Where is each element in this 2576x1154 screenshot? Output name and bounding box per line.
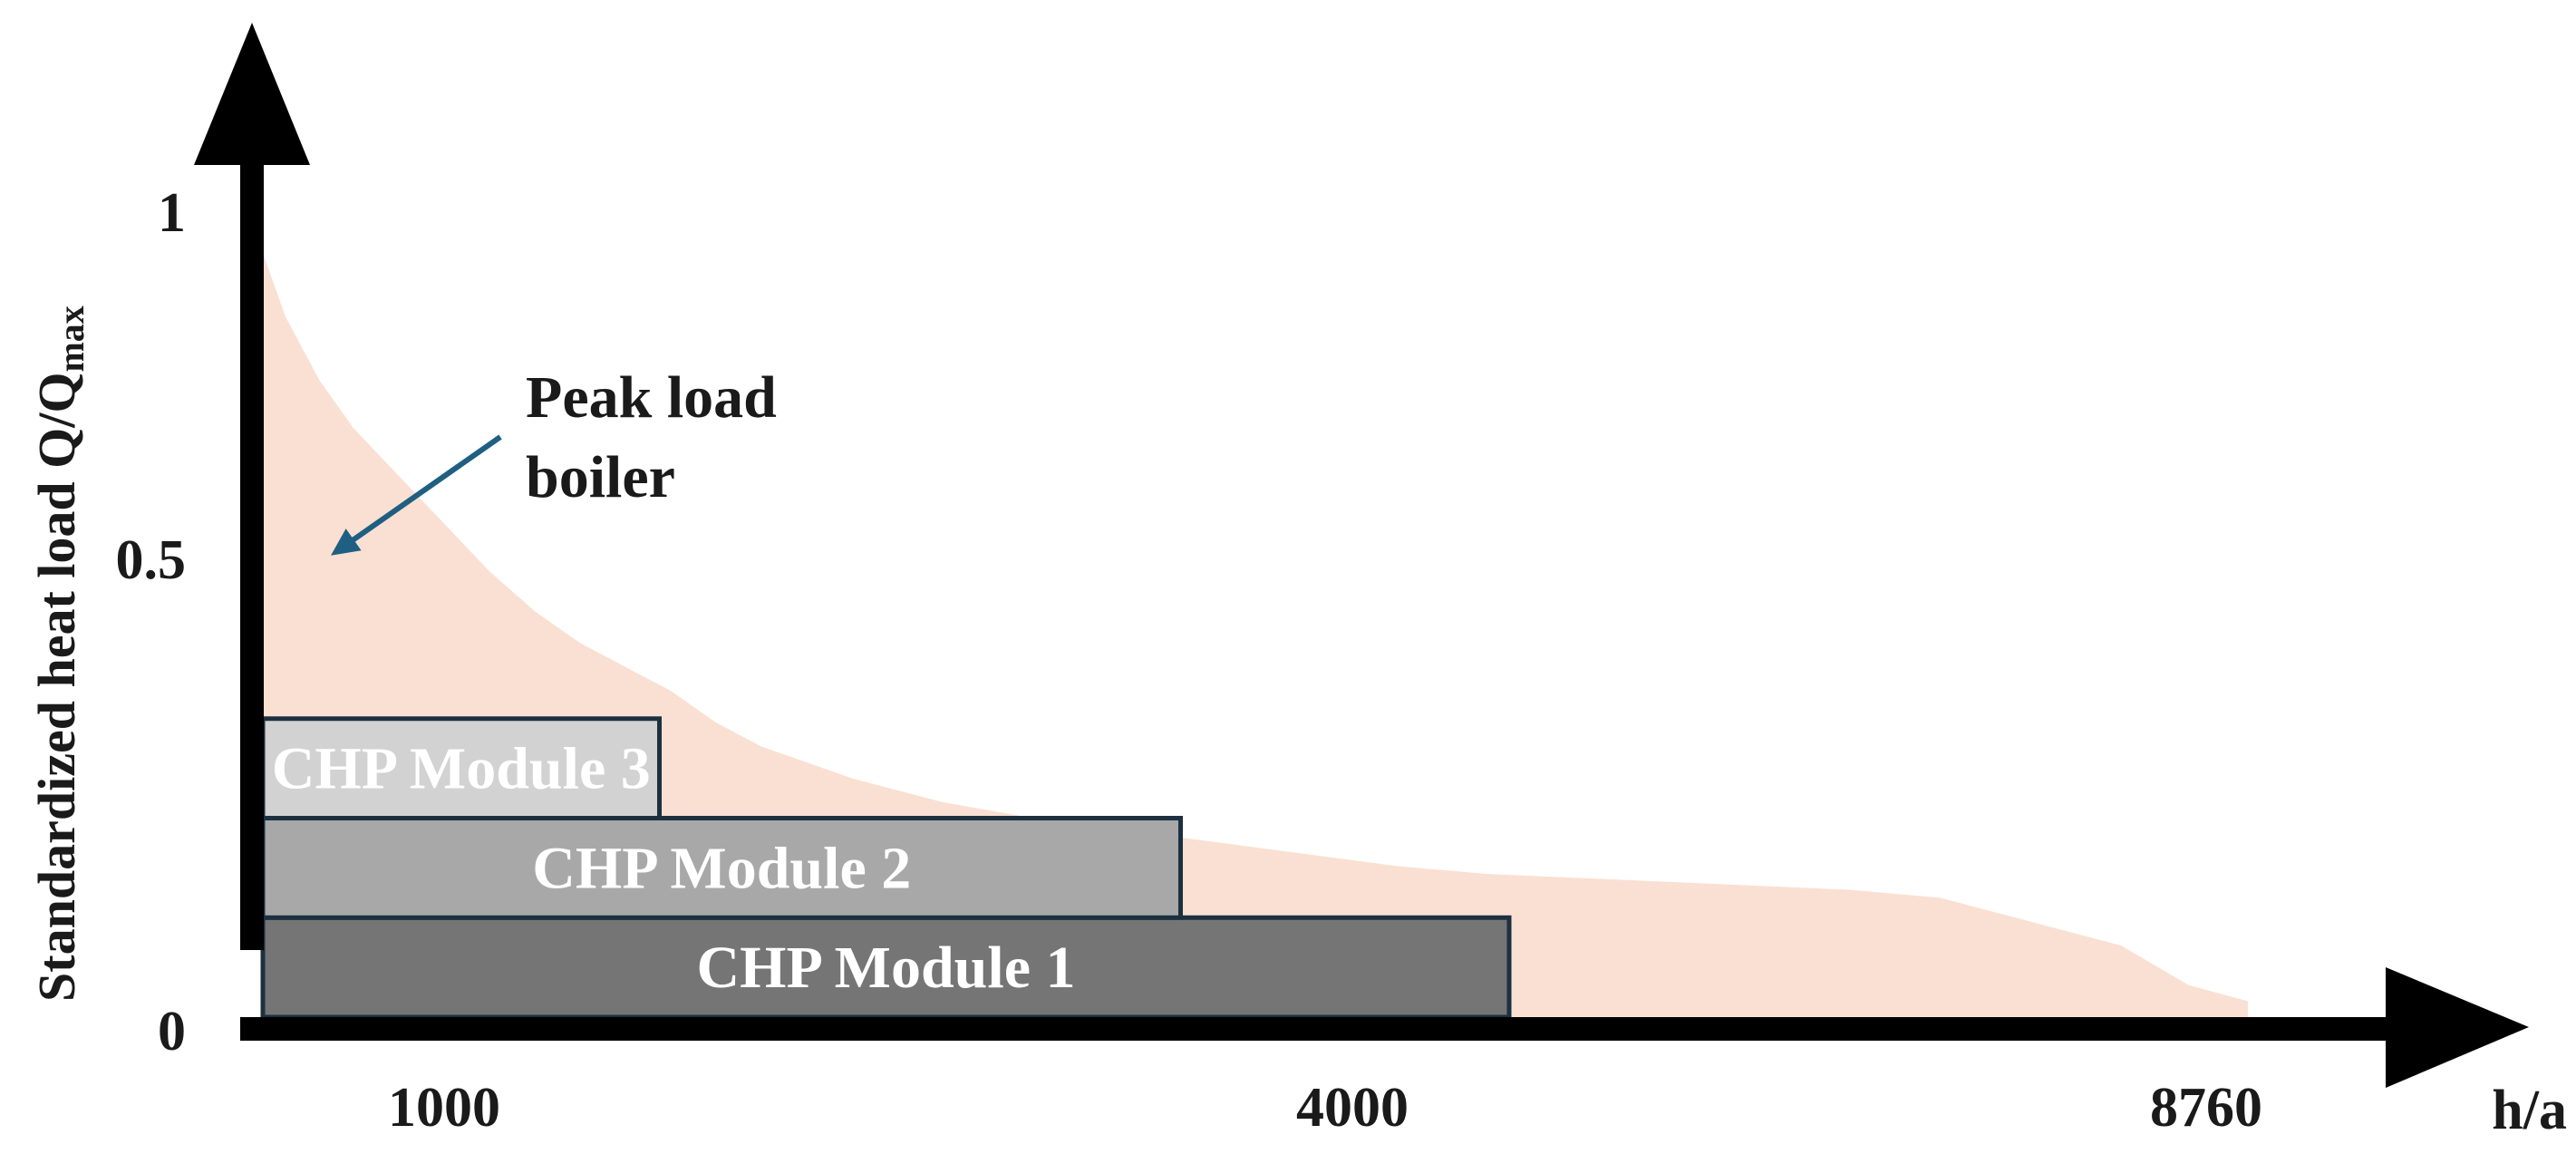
y-axis-title-subscript: max [51, 305, 92, 372]
x-axis-line [240, 1017, 2411, 1041]
y-tick-labels: 00.51 [116, 182, 187, 1062]
x-tick-label-1000: 1000 [388, 1077, 500, 1139]
annotation-line-2: boiler [526, 444, 675, 510]
y-tick-label-0-5: 0.5 [116, 529, 187, 591]
y-tick-label-0: 0 [158, 1001, 186, 1062]
chp-module-2-bar [260, 816, 1183, 920]
chp-modules: CHP Module 1 CHP Module 2 CHP Module 3 [260, 716, 1512, 1020]
annotation-arrow [349, 434, 502, 544]
annotation-arrow-head [331, 529, 362, 556]
chp-module-3-label: CHP Module 3 [272, 736, 651, 802]
annotation-line-1: Peak load [526, 364, 777, 431]
x-tick-label-8760: 8760 [2150, 1077, 2262, 1139]
chp-module-1-label: CHP Module 1 [696, 935, 1075, 1001]
y-axis-arrow [194, 23, 310, 165]
x-tick-label-4000: 4000 [1296, 1077, 1409, 1139]
y-axis-title: Standardized heat load Q/Qmax [27, 305, 92, 1002]
x-tick-labels: 1000 4000 8760 [388, 1077, 2262, 1139]
y-axis-line [240, 91, 264, 950]
x-axis-arrow [2386, 967, 2529, 1088]
peak-load-annotation: Peak load boiler [331, 364, 777, 556]
y-tick-label-1: 1 [158, 182, 186, 244]
x-axis-title: h/a [2492, 1080, 2567, 1141]
chp-module-2-label: CHP Module 2 [532, 835, 911, 901]
y-axis-title-main: Standardized heat load Q/Q [27, 373, 86, 1002]
